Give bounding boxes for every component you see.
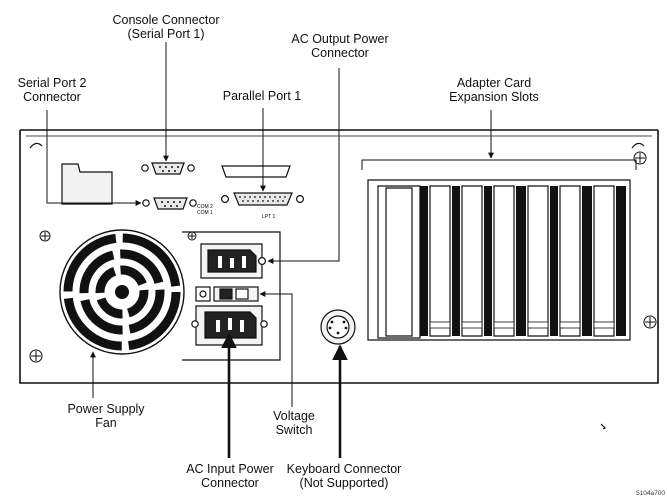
power-supply-fan-icon (59, 229, 185, 355)
console-connector-label: Console Connector (Serial Port 1) (96, 13, 236, 41)
adapter-card-label: Adapter Card Expansion Slots (434, 76, 554, 104)
parallel-label-line-1: Parallel Port 1 (222, 89, 302, 103)
serial-port-2-label: Serial Port 2 Connector (4, 76, 100, 104)
ac-input-receptacle (191, 305, 268, 346)
power-supply-panel (182, 231, 281, 361)
parallel-port-connector (221, 192, 305, 206)
expansion-slot-cage (367, 179, 631, 341)
voltage-label-line-1: Voltage (273, 409, 315, 423)
serial-2-label-line-1: Serial Port 2 (17, 76, 87, 90)
chassis-hooks (29, 142, 645, 149)
callout-serial-port-2 (46, 110, 142, 206)
serial-port-1-connector (141, 162, 195, 175)
com-2-port-label: COM 2 (197, 204, 213, 210)
voltage-switch-label: Voltage Switch (262, 409, 326, 437)
callout-ac-output (267, 68, 340, 264)
fan-label-line-2: Fan (95, 416, 117, 430)
power-supply-fan-label: Power Supply Fan (58, 402, 154, 430)
ac-output-power-label: AC Output Power Connector (266, 32, 414, 60)
stray-mark (600, 423, 607, 430)
screw-icon (39, 230, 51, 242)
adapter-label-line-1: Adapter Card (456, 76, 532, 90)
keyboard-label-line-1: Keyboard Connector (286, 462, 402, 476)
ac-input-label-line-2: Connector (201, 476, 259, 490)
com-1-port-label: COM 1 (197, 210, 213, 216)
figure-id: 5104a700 (636, 490, 665, 497)
blank-cover-plate (61, 163, 113, 205)
serial-2-label-line-2: Connector (23, 90, 81, 104)
callout-lines (46, 42, 494, 458)
console-label-line-2: (Serial Port 1) (127, 27, 205, 41)
ac-output-label-line-1: AC Output Power (291, 32, 389, 46)
parallel-port-label: Parallel Port 1 (200, 89, 324, 103)
voltage-label-line-2: Switch (275, 423, 313, 437)
screw-icon (29, 349, 43, 363)
upper-connector-cutout (221, 165, 291, 178)
ac-input-label-line-1: AC Input Power (186, 462, 274, 476)
serial-port-2-connector (142, 197, 197, 210)
keyboard-connector-icon (320, 309, 356, 345)
lpt-1-port-label: LPT 1 (262, 214, 275, 220)
ac-output-label-line-2: Connector (311, 46, 369, 60)
ac-input-power-label: AC Input Power Connector (160, 462, 300, 490)
keyboard-label-line-2: (Not Supported) (299, 476, 389, 490)
screw-icon (633, 151, 647, 165)
console-label-line-1: Console Connector (112, 13, 220, 27)
callout-voltage-switch (259, 291, 293, 407)
voltage-switch (195, 286, 259, 302)
keyboard-connector-label: Keyboard Connector (Not Supported) (270, 462, 418, 490)
screw-icon (643, 315, 657, 329)
expansion-slots-bracket (361, 159, 637, 170)
ac-output-receptacle (200, 243, 267, 279)
adapter-label-line-2: Expansion Slots (449, 90, 539, 104)
fan-label-line-1: Power Supply (67, 402, 145, 416)
expansion-slot-covers (385, 185, 615, 337)
